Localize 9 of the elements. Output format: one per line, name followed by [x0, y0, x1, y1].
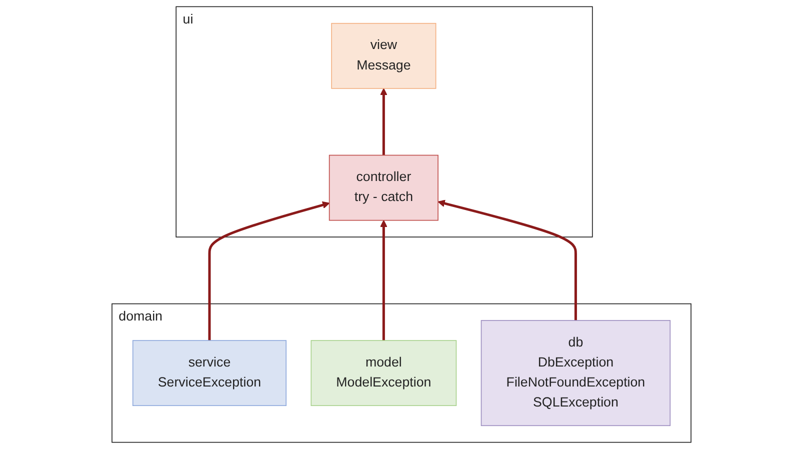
arrow	[380, 220, 388, 340]
arrow	[208, 201, 330, 340]
node-box: db DbException FileNotFoundException SQLException	[480, 320, 671, 426]
arrow	[438, 200, 577, 320]
arrow	[380, 88, 388, 156]
node-box: model ModelException	[310, 340, 457, 406]
node-box: controller try - catch	[328, 154, 438, 221]
node-box: service ServiceException	[132, 340, 287, 406]
node-box: view Message	[331, 22, 436, 89]
